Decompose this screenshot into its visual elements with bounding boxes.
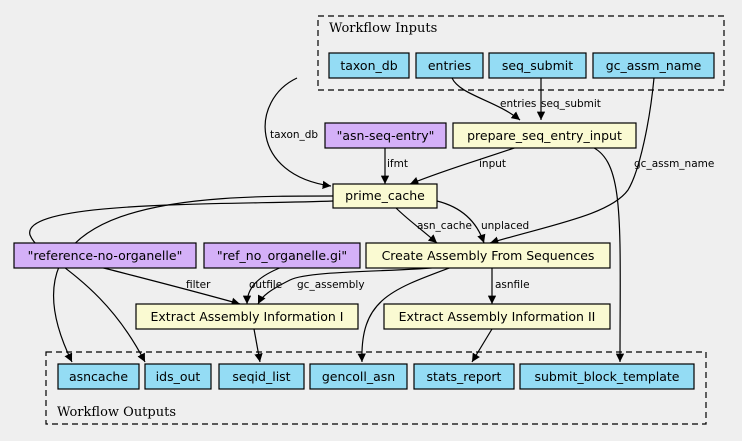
step-extract-info-2-label: Extract Assembly Information II <box>399 309 596 324</box>
edge-label-ifmt: ifmt <box>387 158 408 170</box>
edge-labels: entries seq_submit taxon_db ifmt input g… <box>186 98 714 291</box>
edge-prepare-prime-cache <box>409 145 521 185</box>
edges <box>29 77 655 363</box>
edge-prepare-submit-block <box>589 145 625 363</box>
output-ids-out-label: ids_out <box>156 369 201 384</box>
edge-create-gencoll <box>357 266 453 363</box>
step-extract-info-1-label: Extract Assembly Information I <box>151 309 344 324</box>
edge-label-asnfile: asnfile <box>495 279 530 291</box>
workflow-inputs-cluster: Workflow Inputs <box>317 15 725 91</box>
edge-prime-cache-asn-cache <box>394 206 438 244</box>
output-submit-block-template[interactable]: submit_block_template <box>519 363 695 390</box>
step-prepare-seq-entry-input[interactable]: prepare_seq_entry_input <box>452 122 637 149</box>
input-entries[interactable]: entries <box>415 52 484 79</box>
edge-taxon-db-prime-cache <box>264 77 332 190</box>
step-extract-info-1[interactable]: Extract Assembly Information I <box>135 303 359 330</box>
step-create-assembly-label: Create Assembly From Sequences <box>382 248 595 263</box>
edge-label-taxon-db: taxon_db <box>270 129 318 141</box>
edge-entries-prepare <box>451 77 521 121</box>
literal-ref-no-organelle-gi[interactable]: "ref_no_organelle.gi" <box>203 242 361 269</box>
output-seqid-list-label: seqid_list <box>232 369 290 384</box>
literal-reference-no-organelle[interactable]: "reference-no-organelle" <box>13 242 197 269</box>
step-prime-cache[interactable]: prime_cache <box>332 183 438 209</box>
literal-ref-no-organelle-gi-label: "ref_no_organelle.gi" <box>217 248 347 263</box>
edge-reference-filter <box>99 266 241 306</box>
edge-label-asn-cache: asn_cache <box>417 220 472 232</box>
input-gc-assm-name[interactable]: gc_assm_name <box>592 52 715 79</box>
literal-asn-seq-entry-label: "asn-seq-entry" <box>337 128 435 143</box>
workflow-inputs-label: Workflow Inputs <box>329 21 437 36</box>
edge-gc-assm-name-create <box>489 77 655 245</box>
input-seq-submit[interactable]: seq_submit <box>488 52 587 79</box>
edge-label-gc-assm-name: gc_assm_name <box>634 158 714 170</box>
literal-asn-seq-entry[interactable]: "asn-seq-entry" <box>324 122 447 149</box>
output-stats-report[interactable]: stats_report <box>413 363 515 390</box>
input-gc-assm-name-label: gc_assm_name <box>606 58 702 73</box>
edge-label-outfile: outfile <box>249 279 282 291</box>
input-seq-submit-label: seq_submit <box>502 58 573 73</box>
output-asncache[interactable]: asncache <box>57 363 140 390</box>
step-prepare-seq-entry-input-label: prepare_seq_entry_input <box>467 128 622 143</box>
edge-label-filter: filter <box>186 279 211 291</box>
edge-ref-gi-outfile <box>242 266 283 305</box>
step-create-assembly[interactable]: Create Assembly From Sequences <box>365 242 611 269</box>
edge-prime-cache-unplaced <box>436 200 486 244</box>
step-extract-info-2[interactable]: Extract Assembly Information II <box>383 303 611 330</box>
edge-label-input: input <box>479 158 506 170</box>
edge-extract1-seqid <box>253 328 263 363</box>
output-seqid-list[interactable]: seqid_list <box>218 363 305 390</box>
edge-label-seq-submit: seq_submit <box>541 98 601 110</box>
edge-label-gc-assembly: gc_assembly <box>297 279 365 291</box>
edge-prime-cache-asncache <box>53 195 334 363</box>
edge-extract2-stats <box>471 328 493 363</box>
output-submit-block-template-label: submit_block_template <box>534 369 679 384</box>
edge-label-entries: entries <box>500 98 536 110</box>
input-taxon-db[interactable]: taxon_db <box>328 52 410 79</box>
step-prime-cache-label: prime_cache <box>345 188 425 203</box>
output-gencoll-asn-label: gencoll_asn <box>322 369 395 384</box>
input-entries-label: entries <box>428 58 471 73</box>
edge-prime-cache-ids-out <box>29 200 334 363</box>
edge-create-gc-assembly <box>257 266 443 305</box>
edge-label-unplaced: unplaced <box>481 220 529 232</box>
workflow-outputs-label: Workflow Outputs <box>57 405 176 420</box>
workflow-outputs-cluster: Workflow Outputs <box>45 351 707 425</box>
literal-reference-no-organelle-label: "reference-no-organelle" <box>28 248 183 263</box>
input-taxon-db-label: taxon_db <box>340 58 397 73</box>
output-ids-out[interactable]: ids_out <box>144 363 212 390</box>
output-gencoll-asn[interactable]: gencoll_asn <box>309 363 408 390</box>
output-asncache-label: asncache <box>69 369 128 384</box>
output-stats-report-label: stats_report <box>427 369 502 384</box>
